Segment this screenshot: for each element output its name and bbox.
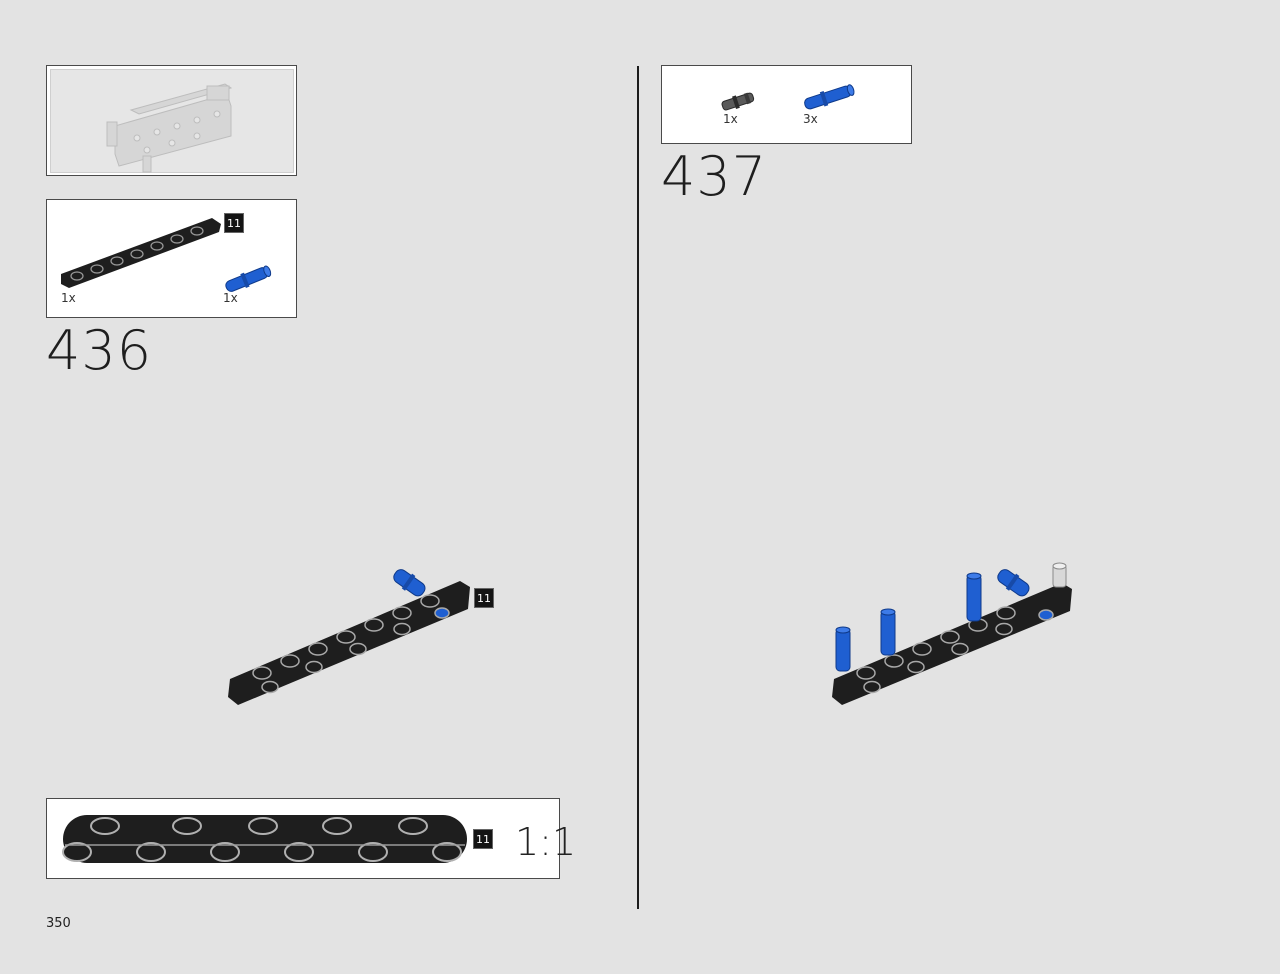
assembly-illustration-step-437	[832, 562, 1072, 705]
blue-pin-icon	[393, 569, 426, 597]
scale-reference-box: 11 1:1	[46, 798, 576, 879]
black-beam-11-icon	[61, 218, 221, 288]
beam-length-badge: 11	[224, 213, 244, 233]
blue-pin-icon	[880, 608, 896, 656]
submodel-preview-icon	[106, 83, 233, 173]
blue-pin-icon	[835, 626, 851, 672]
gray-axle-pin-icon	[721, 92, 755, 111]
part-quantity-axle-pin: 1x	[723, 112, 738, 126]
assembly-illustration-step-436	[228, 569, 470, 705]
submodel-preview-box	[46, 65, 297, 176]
part-quantity-pin: 3x	[803, 112, 818, 126]
part-quantity-beam: 1x	[61, 291, 76, 305]
blue-pin-icon	[966, 572, 982, 622]
parts-box-step-437: 1x 3x	[661, 65, 912, 144]
step-number-437: 437	[661, 145, 768, 208]
beam-length-badge: 11	[473, 829, 493, 849]
blue-pin-icon	[225, 265, 272, 292]
black-beam-11-icon	[62, 815, 467, 863]
blue-pin-icon	[804, 84, 855, 110]
blue-pin-icon	[997, 569, 1030, 597]
step-number-436: 436	[46, 319, 153, 382]
beam-length-badge: 11	[474, 588, 494, 608]
parts-box-step-436: 11 1x 1x	[46, 199, 297, 318]
page-number: 350	[46, 916, 71, 931]
part-quantity-pin: 1x	[223, 291, 238, 305]
page-divider	[637, 66, 639, 909]
gray-axle-pin-icon	[1052, 562, 1067, 588]
scale-label: 1:1	[515, 820, 577, 864]
